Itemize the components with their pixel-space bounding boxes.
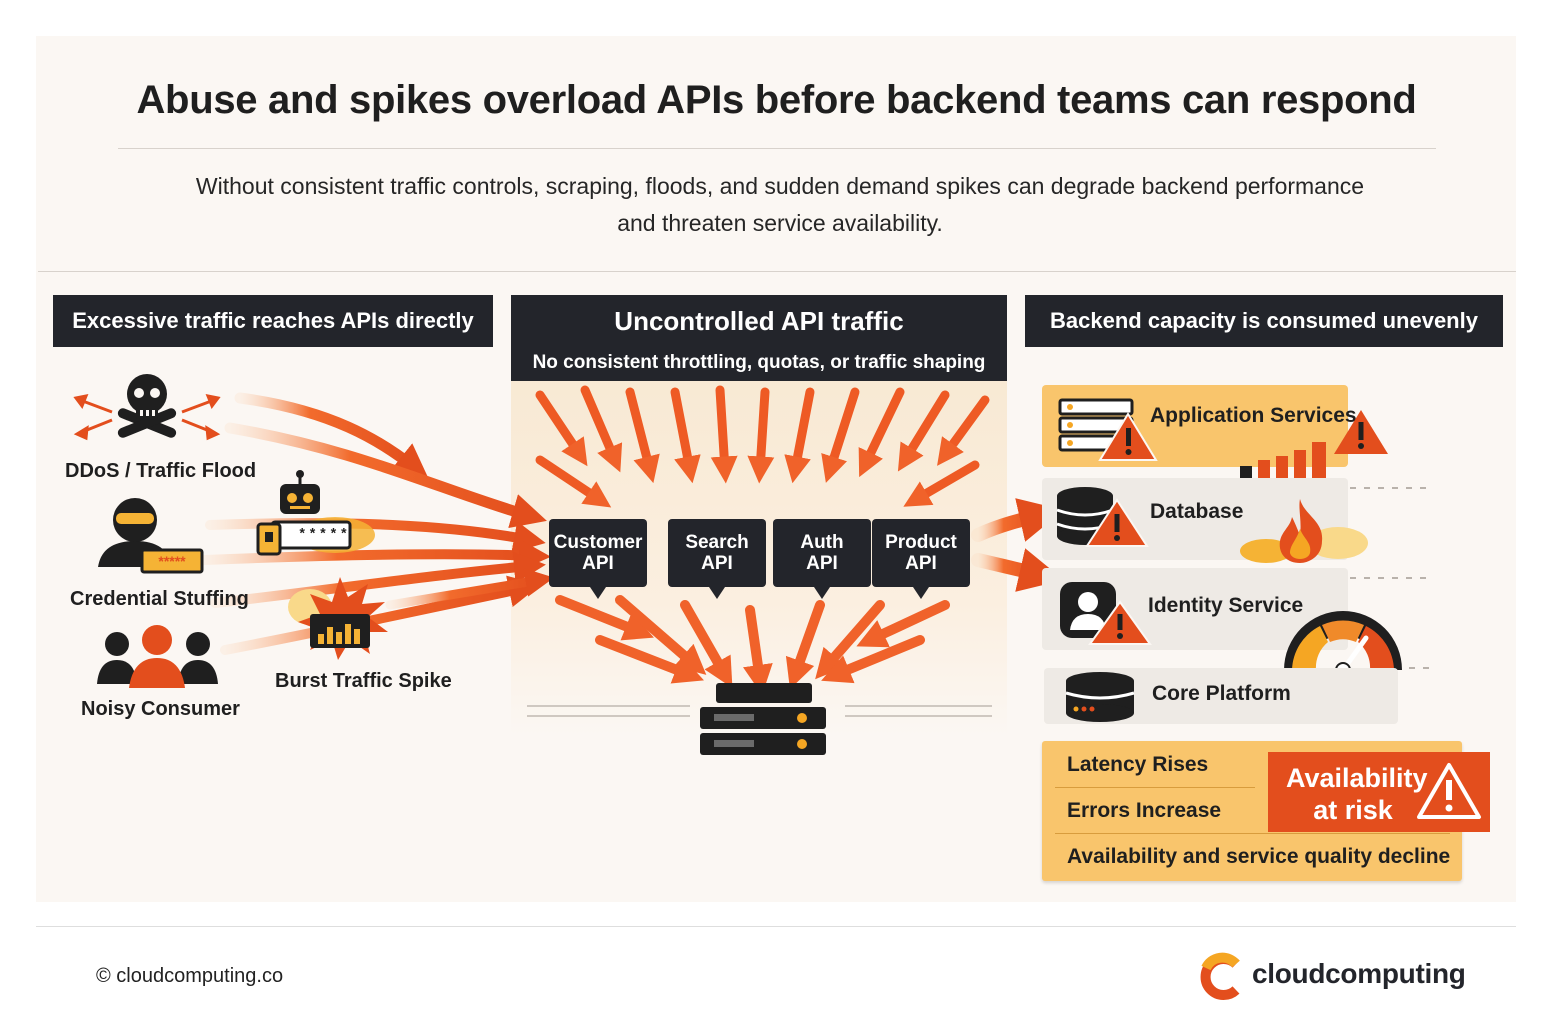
noisy-consumer-icon (97, 625, 218, 688)
service-label-database: Database (1150, 500, 1244, 523)
footer-copyright: © cloudcomputing.co (96, 965, 284, 987)
service-label-core-platform: Core Platform (1152, 682, 1291, 705)
api-product-line2: API (905, 553, 937, 574)
footer-brand: cloudcomputing (1252, 958, 1466, 989)
api-search-line1: Search (685, 532, 749, 553)
identity-icon (1060, 582, 1152, 645)
load-bars-icon (1240, 442, 1326, 480)
api-auth-line2: API (806, 553, 838, 574)
alert-line-2: at risk (1313, 795, 1393, 825)
skull-icon (73, 374, 221, 441)
section-divider (38, 271, 1516, 272)
left-column-header: Excessive traffic reaches APIs directly (53, 295, 493, 347)
warning-icon (1334, 410, 1388, 454)
core-platform-icon (1065, 672, 1135, 722)
bot-icon (256, 470, 375, 556)
footer-divider (36, 926, 1516, 927)
api-search-line2: API (701, 553, 733, 574)
api-auth-line1: Auth (800, 532, 844, 553)
right-column-header: Backend capacity is consumed unevenly (1025, 295, 1503, 347)
page-subtitle: Without consistent traffic controls, scr… (130, 168, 1430, 242)
alert-line-1: Availability (1286, 763, 1428, 793)
service-label-application: Application Services (1150, 404, 1357, 427)
middle-column-header: Uncontrolled API traffic (511, 295, 1007, 347)
hacker-icon: ***** (98, 498, 204, 574)
impact-latency: Latency Rises (1067, 753, 1209, 776)
api-customer-line1: Customer (553, 532, 643, 553)
brand-logo-icon (1200, 952, 1240, 1000)
source-label-ddos: DDoS / Traffic Flood (65, 460, 257, 482)
subtitle-line-2: and threaten service availability. (617, 210, 943, 236)
source-label-credential: Credential Stuffing (70, 588, 249, 610)
impact-divider (1055, 833, 1450, 834)
application-server-icon (1058, 398, 1158, 461)
page-title: Abuse and spikes overload APIs before ba… (136, 78, 1417, 122)
subtitle-line-1: Without consistent traffic controls, scr… (195, 173, 1365, 199)
middle-column-subheader: No consistent throttling, quotas, or tra… (511, 345, 1007, 381)
api-customer-line2: API (582, 553, 614, 574)
service-label-identity: Identity Service (1148, 594, 1304, 617)
source-label-noisy: Noisy Consumer (81, 698, 240, 720)
api-product-line1: Product (885, 532, 957, 553)
fire-icon (1240, 499, 1368, 563)
server-stack-icon (700, 683, 826, 755)
impact-divider (1055, 787, 1255, 788)
impact-decline: Availability and service quality decline (1067, 845, 1451, 868)
title-divider (118, 148, 1436, 149)
database-icon (1056, 487, 1149, 547)
burst-spike-icon (288, 577, 388, 660)
source-label-burst: Burst Traffic Spike (275, 670, 452, 692)
svg-text:*****: ***** (158, 553, 186, 569)
alert-warning-icon (1417, 763, 1481, 819)
password-mask: ***** (298, 527, 351, 543)
gauge-icon (1284, 611, 1402, 678)
impact-errors: Errors Increase (1067, 799, 1222, 822)
